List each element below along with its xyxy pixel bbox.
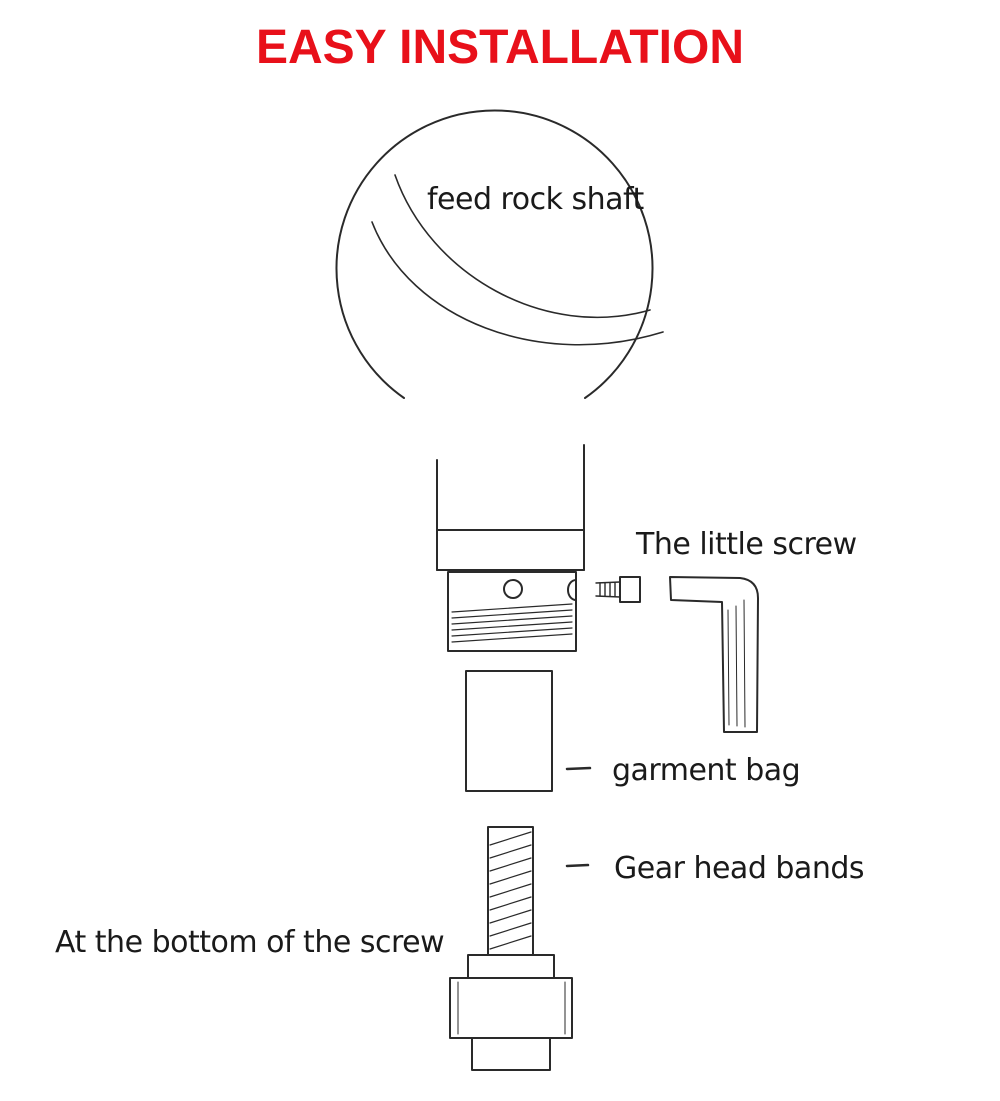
knob-ball-stripe — [394, 174, 651, 319]
garment-bag-leader — [565, 766, 592, 771]
little-screw-label: The little screw — [636, 527, 857, 562]
gear-head-bands-part — [487, 826, 534, 956]
gear-head-bands-leader — [565, 863, 590, 868]
little-screw-part — [595, 576, 641, 603]
gear-head-bands-label: Gear head bands — [614, 851, 865, 886]
garment-bag-label: garment bag — [612, 753, 801, 788]
knob-collar — [436, 444, 585, 571]
garment-bag-part — [465, 670, 553, 792]
knob-ball-outline — [335, 109, 654, 399]
set-screw-hole — [503, 579, 523, 599]
set-screw-hole-side — [567, 579, 577, 601]
page-title: EASY INSTALLATION — [255, 21, 744, 74]
feed-rock-shaft-label: feed rock shaft — [427, 182, 644, 217]
bottom-nut-part — [449, 954, 573, 1071]
knob-threaded-base — [447, 571, 577, 652]
knob-ball-stripe-2 — [371, 221, 664, 346]
knob-ball — [335, 109, 664, 399]
bottom-of-screw-label: At the bottom of the screw — [55, 925, 445, 960]
allen-key — [669, 576, 759, 733]
